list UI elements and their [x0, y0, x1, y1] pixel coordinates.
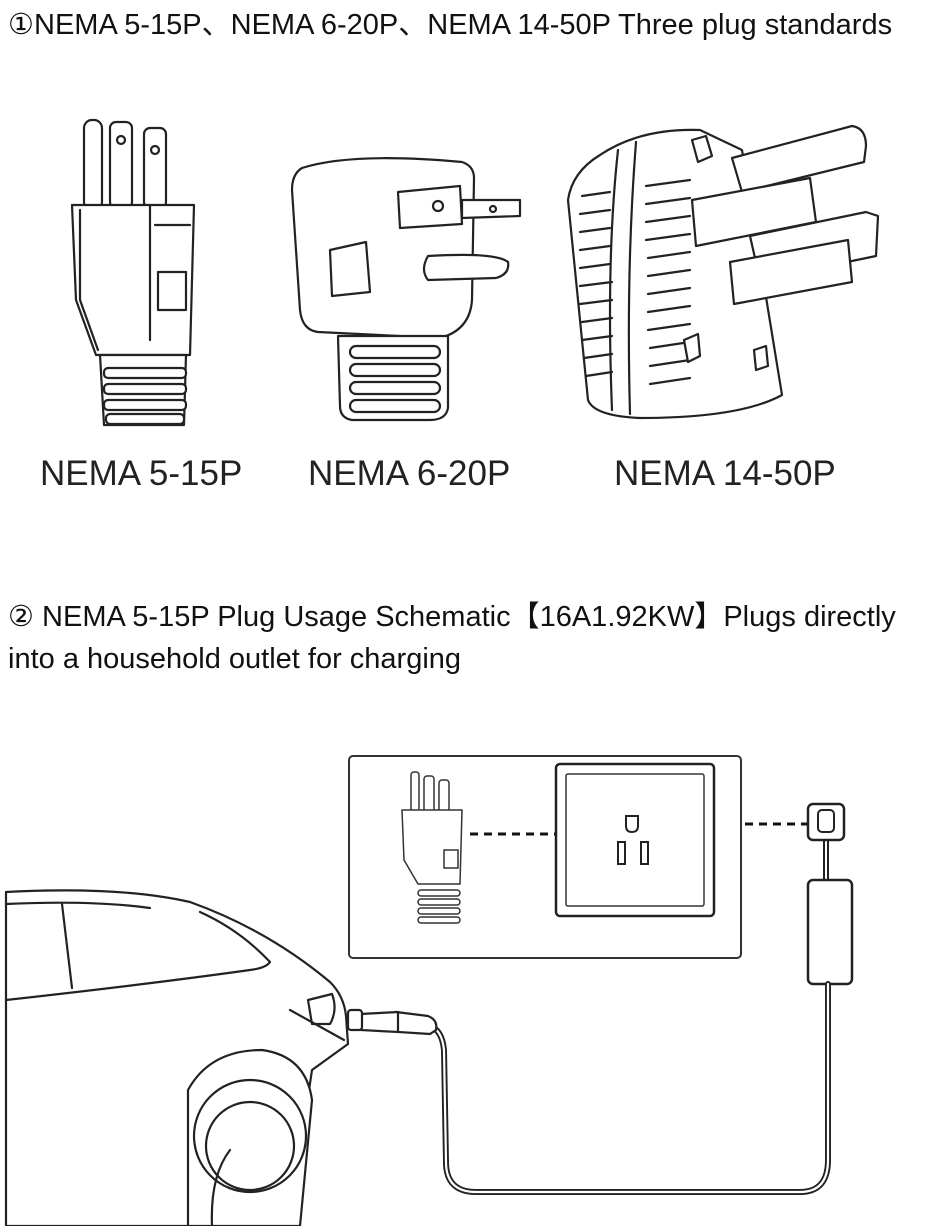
plug-label-nema-14-50p: NEMA 14-50P — [614, 454, 836, 493]
section2-heading: ② NEMA 5-15P Plug Usage Schematic【16A1.9… — [8, 596, 896, 680]
nema-5-15p-plug-icon — [401, 771, 463, 924]
nema-6-20p-plug-icon — [290, 157, 522, 422]
plug-label-nema-5-15p: NEMA 5-15P — [40, 454, 243, 493]
nema-5-15p-plug-icon — [70, 118, 196, 427]
charging-cable — [427, 981, 831, 1195]
electric-car-icon — [4, 889, 350, 1226]
plug-label-nema-6-20p: NEMA 6-20P — [308, 454, 511, 493]
section2-heading-line2: into a household outlet for charging — [8, 643, 462, 675]
section1-heading: ①NEMA 5-15P、NEMA 6-20P、NEMA 14-50P Three… — [8, 9, 893, 41]
control-box-icon — [806, 802, 854, 986]
wall-outlet-icon — [554, 762, 716, 918]
nema-14-50p-plug-icon — [566, 124, 880, 420]
inset-panel — [348, 755, 742, 959]
section2-heading-line1: ② NEMA 5-15P Plug Usage Schematic【16A1.9… — [8, 601, 896, 633]
charging-connector-icon — [346, 1008, 438, 1036]
